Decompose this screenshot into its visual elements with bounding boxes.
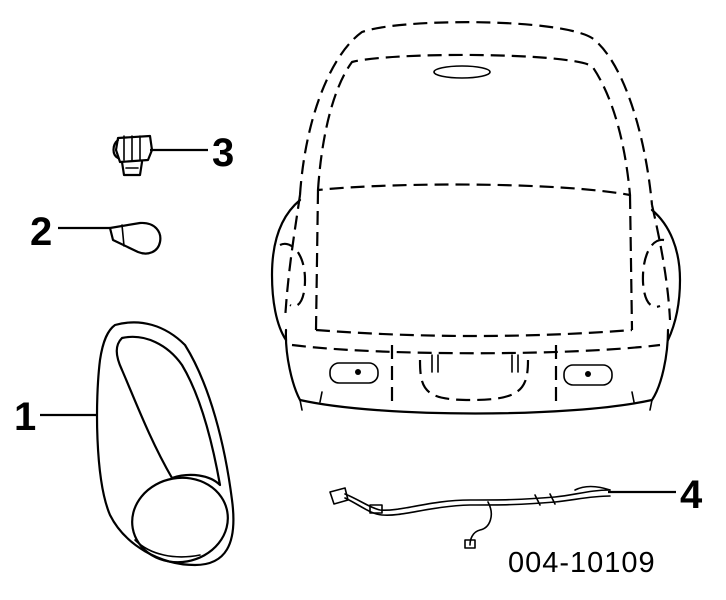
callout-1: 1 [14, 395, 36, 439]
socket-icon [112, 134, 154, 177]
vehicle-rear-icon [270, 21, 682, 415]
callout-4: 4 [680, 473, 703, 517]
figure-code: 004-10109 [508, 547, 656, 579]
tail-lamp-icon [95, 321, 235, 567]
wiring-harness-icon [329, 485, 611, 549]
callout-2: 2 [30, 210, 52, 254]
callout-3: 3 [212, 131, 234, 175]
bulb-icon [108, 221, 162, 255]
